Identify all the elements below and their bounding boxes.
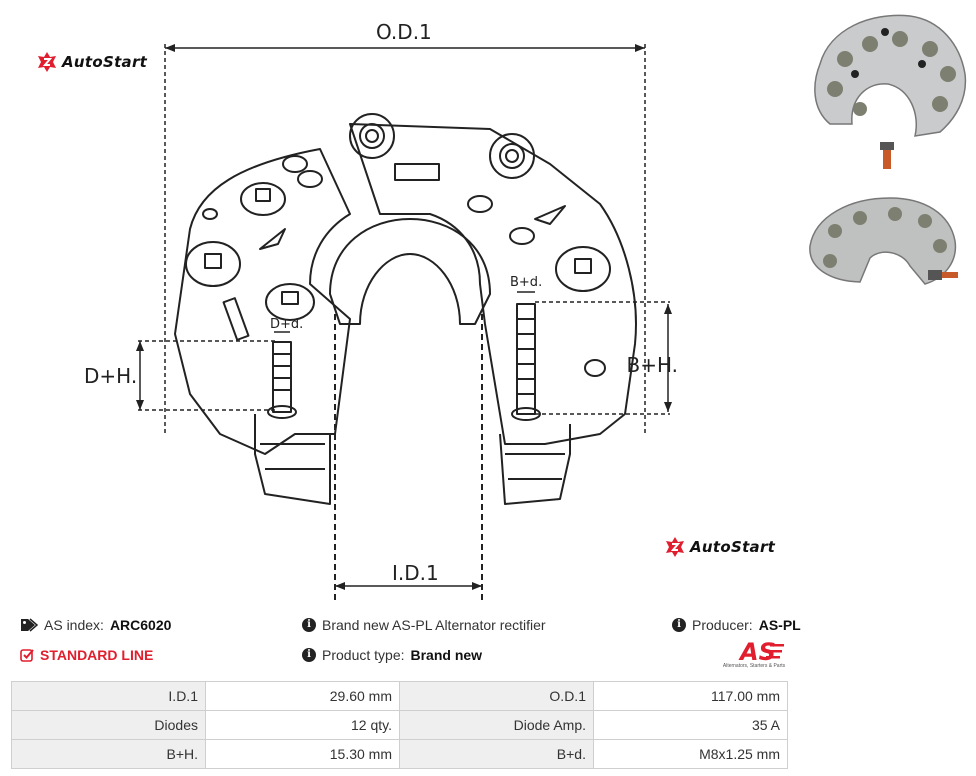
product-photo-top-view [814,14,967,169]
bh-label: B+H. [626,353,678,377]
brand-name: AutoStart [690,538,776,556]
spec-label: B+H. [11,739,206,769]
info-icon: i [672,618,686,632]
table-row: Diodes 12 qty. Diode Amp. 35 A [11,710,788,740]
bd-label: B+d. [510,275,542,290]
table-row: B+H. 15.30 mm B+d. M8x1.25 mm [11,739,788,769]
spec-label: O.D.1 [399,681,594,711]
autostart-emblem-icon [38,52,56,72]
brand-new-note: i Brand new AS-PL Alternator rectifier [302,617,546,633]
brand-new-note-text: Brand new AS-PL Alternator rectifier [322,617,546,633]
as-pl-logo: AS Alternators, Starters & Parts [714,638,794,672]
as-index: AS index: ARC6020 [20,617,171,633]
producer-label: Producer: [692,617,753,633]
standard-line-badge: STANDARD LINE [20,647,153,663]
spec-value: 15.30 mm [205,739,400,769]
specifications-table: I.D.1 29.60 mm O.D.1 117.00 mm Diodes 12… [11,681,788,769]
autostart-logo-bottom: AutoStart [664,536,775,558]
spec-value: 117.00 mm [593,681,788,711]
spec-label: B+d. [399,739,594,769]
product-type-label: Product type: [322,647,405,663]
tags-icon [21,618,38,632]
rectifier-body-left [174,148,351,455]
spec-label: Diodes [11,710,206,740]
rectifier-dimension-diagram: O.D.1 I.D.1 D+H. B+H. D+d. B+d. [84,20,678,604]
rectifier-inner-opening [329,218,491,325]
table-row: I.D.1 29.60 mm O.D.1 117.00 mm [11,681,788,711]
autostart-logo-top: AutoStart [36,51,147,73]
producer-value: AS-PL [758,617,801,633]
dh-label: D+H. [84,364,137,388]
as-index-value: ARC6020 [109,617,172,633]
standard-line-label: STANDARD LINE [40,647,154,663]
as-index-label: AS index: [44,617,104,633]
dd-label: D+d. [270,317,303,332]
spec-value: 35 A [593,710,788,740]
spec-value: 29.60 mm [205,681,400,711]
brand-name: AutoStart [62,53,148,71]
info-icon: i [302,648,316,662]
spec-value: M8x1.25 mm [593,739,788,769]
producer: i Producer: AS-PL [672,617,801,633]
as-logo-tagline: Alternators, Starters & Parts [722,663,786,669]
od-label: O.D.1 [376,20,432,44]
product-photo-side-view [809,197,958,285]
product-type-value: Brand new [410,647,483,663]
autostart-emblem-icon [666,537,684,557]
info-icon: i [302,618,316,632]
product-type: i Product type: Brand new [302,647,482,663]
spec-value: 12 qty. [205,710,400,740]
rectifier-body-right [349,123,637,445]
spec-label: Diode Amp. [399,710,594,740]
as-pl-logo-mark: AS [738,638,784,666]
spec-label: I.D.1 [11,681,206,711]
check-square-icon [20,649,34,662]
id-label: I.D.1 [392,561,439,585]
